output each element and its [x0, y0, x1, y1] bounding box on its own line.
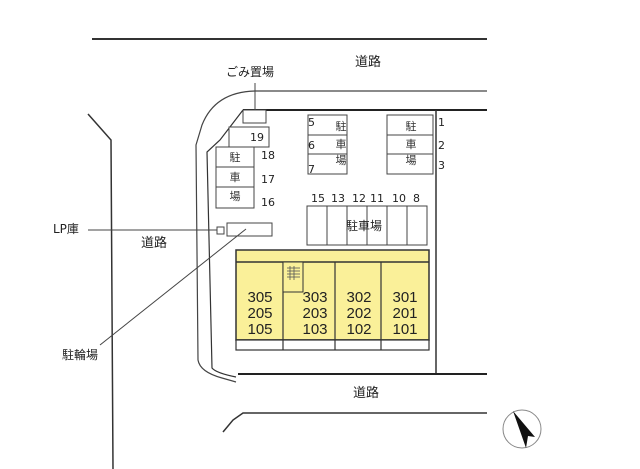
parking-number-6: 6: [308, 139, 315, 152]
parking-label-right-3: 場: [405, 154, 417, 167]
unit-201: 201: [392, 305, 418, 322]
parking-label-right-1: 駐: [405, 120, 417, 133]
parking-label-right-2: 車: [405, 138, 417, 151]
parking-number-16: 16: [261, 196, 275, 209]
parking-number-1: 1: [438, 116, 445, 129]
unit-103: 103: [302, 321, 328, 338]
parking-number-12: 12: [352, 192, 366, 205]
unit-301: 301: [392, 289, 418, 306]
parking-number-18: 18: [261, 149, 275, 162]
unit-column-left: 305 205 105: [240, 290, 280, 338]
unit-203: 203: [302, 305, 328, 322]
lp-storage-label: LP庫: [53, 222, 79, 236]
unit-302: 302: [346, 289, 372, 306]
parking-number-15: 15: [311, 192, 325, 205]
parking-number-17: 17: [261, 173, 275, 186]
bicycle-parking-label: 駐輪場: [62, 348, 99, 362]
garbage-area-label: ごみ置場: [226, 65, 275, 79]
parking-label-left-3: 場: [229, 190, 241, 203]
parking-label-left-2: 車: [229, 171, 241, 184]
parking-number-2: 2: [438, 139, 445, 152]
parking-number-10: 10: [392, 192, 406, 205]
parking-label-center-3: 場: [335, 154, 347, 167]
unit-column-center-right: 302 202 102: [339, 290, 379, 338]
parking-label-left-1: 駐: [229, 151, 241, 164]
unit-105: 105: [247, 321, 273, 338]
parking-number-7: 7: [308, 163, 315, 176]
unit-205: 205: [247, 305, 273, 322]
north-arrow-icon: [502, 409, 542, 449]
parking-number-11: 11: [370, 192, 384, 205]
parking-label-center-1: 駐: [335, 120, 347, 133]
unit-303: 303: [302, 289, 328, 306]
parking-number-5: 5: [308, 116, 315, 129]
road-label-left: 道路: [141, 236, 168, 251]
unit-305: 305: [247, 289, 273, 306]
parking-number-19: 19: [250, 131, 264, 144]
unit-102: 102: [346, 321, 372, 338]
unit-202: 202: [346, 305, 372, 322]
road-label-bottom: 道路: [353, 386, 380, 401]
parking-number-13: 13: [331, 192, 345, 205]
parking-label-center-row: 駐車場: [346, 219, 383, 233]
parking-label-center-2: 車: [335, 138, 347, 151]
unit-column-center-left: 303 203 103: [297, 290, 333, 338]
parking-number-3: 3: [438, 159, 445, 172]
unit-101: 101: [392, 321, 418, 338]
road-label-top: 道路: [355, 55, 382, 70]
unit-column-right: 301 201 101: [385, 290, 425, 338]
parking-number-8: 8: [413, 192, 420, 205]
